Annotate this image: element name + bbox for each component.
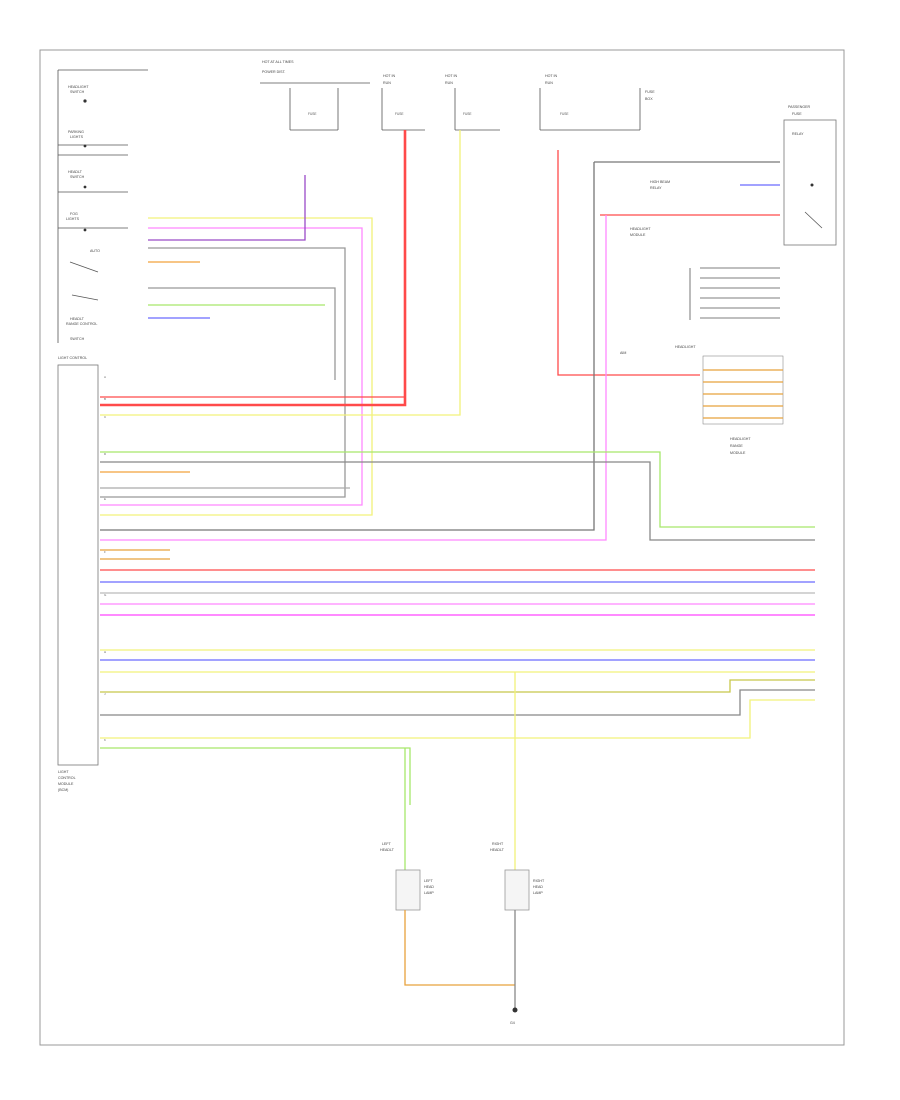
right-headlight-assembly: RIGHT HEADLT RIGHT HEAD LAMP bbox=[490, 842, 545, 911]
svg-text:A: A bbox=[104, 375, 106, 379]
svg-text:LIGHT CONTROL: LIGHT CONTROL bbox=[58, 356, 87, 360]
svg-text:BOX: BOX bbox=[645, 97, 653, 101]
svg-text:PARKING: PARKING bbox=[68, 130, 84, 134]
svg-text:HOT IN: HOT IN bbox=[445, 74, 458, 78]
light-control-module: LIGHT CONTROL LIGHT CONTROL MODULE (BCM) bbox=[57, 356, 99, 792]
svg-text:FOG: FOG bbox=[70, 212, 78, 216]
svg-text:FUSE: FUSE bbox=[308, 112, 317, 116]
svg-text:FUSE: FUSE bbox=[395, 112, 404, 116]
svg-text:FUSE: FUSE bbox=[645, 90, 655, 94]
svg-text:LAMP: LAMP bbox=[424, 891, 434, 895]
svg-text:HOT IN: HOT IN bbox=[545, 74, 558, 78]
right-relay-block: PASSENGER FUSE RELAY HIGH BEAM RELAY HEA… bbox=[620, 105, 837, 455]
diagram-frame bbox=[39, 49, 845, 1046]
headlight-switch-block: HEADLIGHT SWITCH PARKING LIGHTS HEADLT S… bbox=[57, 69, 148, 343]
svg-text:RELAY: RELAY bbox=[792, 132, 804, 136]
svg-text:FUSE: FUSE bbox=[463, 112, 472, 116]
svg-text:HEAD: HEAD bbox=[424, 885, 434, 889]
svg-text:D: D bbox=[104, 452, 107, 456]
svg-text:J: J bbox=[104, 692, 106, 696]
power-distribution: HOT AT ALL TIMES POWER DIST. FUSE HOT IN… bbox=[260, 60, 655, 131]
svg-text:RANGE CONTROL: RANGE CONTROL bbox=[66, 322, 97, 326]
svg-text:SWITCH: SWITCH bbox=[70, 337, 85, 341]
svg-text:RUN: RUN bbox=[445, 81, 453, 85]
svg-text:RIGHT: RIGHT bbox=[492, 842, 504, 846]
left-headlight-assembly: LEFT HEADLT LEFT HEAD LAMP bbox=[380, 842, 434, 911]
svg-text:RUN: RUN bbox=[545, 81, 553, 85]
svg-text:K: K bbox=[104, 738, 106, 742]
svg-text:HOT IN: HOT IN bbox=[383, 74, 396, 78]
ground-label: G4 bbox=[510, 1021, 515, 1025]
svg-text:HEADLT: HEADLT bbox=[490, 848, 505, 852]
svg-text:HIGH BEAM: HIGH BEAM bbox=[650, 180, 670, 184]
svg-text:G: G bbox=[104, 593, 107, 597]
svg-text:B: B bbox=[104, 397, 106, 401]
svg-text:HEAD: HEAD bbox=[533, 885, 543, 889]
module-pin-labels: A B C D E F G H J K bbox=[104, 375, 107, 742]
svg-text:HEADLT: HEADLT bbox=[70, 317, 85, 321]
svg-text:FUSE: FUSE bbox=[560, 112, 569, 116]
svg-text:LAMP: LAMP bbox=[533, 891, 543, 895]
svg-text:POWER DIST.: POWER DIST. bbox=[262, 70, 286, 74]
svg-text:HOT AT ALL TIMES: HOT AT ALL TIMES bbox=[262, 60, 294, 64]
svg-text:SWITCH: SWITCH bbox=[70, 90, 85, 94]
svg-text:LEFT: LEFT bbox=[382, 842, 392, 846]
svg-text:RELAY: RELAY bbox=[650, 186, 662, 190]
svg-text:MODULE: MODULE bbox=[58, 782, 74, 786]
svg-text:MODULE: MODULE bbox=[630, 233, 646, 237]
svg-text:MODULE: MODULE bbox=[730, 451, 746, 455]
svg-text:RANGE: RANGE bbox=[730, 444, 743, 448]
svg-text:HEADLT: HEADLT bbox=[380, 848, 395, 852]
svg-text:RUN: RUN bbox=[383, 81, 391, 85]
svg-text:FUSE: FUSE bbox=[792, 112, 802, 116]
svg-text:SWITCH: SWITCH bbox=[70, 175, 85, 179]
svg-text:F: F bbox=[104, 550, 106, 554]
svg-text:LIGHTS: LIGHTS bbox=[66, 217, 80, 221]
ground-symbol: G4 bbox=[510, 1007, 518, 1025]
svg-text:H: H bbox=[104, 650, 106, 654]
svg-text:(BCM): (BCM) bbox=[58, 788, 68, 792]
svg-text:HEADLIGHT: HEADLIGHT bbox=[730, 437, 751, 441]
svg-text:AIM: AIM bbox=[620, 351, 626, 355]
svg-text:LEFT: LEFT bbox=[424, 879, 434, 883]
svg-text:CONTROL: CONTROL bbox=[58, 776, 76, 780]
svg-text:HEADLIGHT: HEADLIGHT bbox=[630, 227, 651, 231]
svg-text:HEADLIGHT: HEADLIGHT bbox=[675, 345, 696, 349]
svg-text:LIGHTS: LIGHTS bbox=[70, 135, 84, 139]
svg-text:PASSENGER: PASSENGER bbox=[788, 105, 811, 109]
svg-text:C: C bbox=[104, 415, 107, 419]
svg-text:AUTO: AUTO bbox=[90, 249, 100, 253]
svg-text:RIGHT: RIGHT bbox=[533, 879, 545, 883]
svg-text:LIGHT: LIGHT bbox=[58, 770, 69, 774]
svg-text:E: E bbox=[104, 497, 106, 501]
svg-text:HEADLIGHT: HEADLIGHT bbox=[68, 85, 89, 89]
svg-text:HEADLT: HEADLT bbox=[68, 170, 83, 174]
